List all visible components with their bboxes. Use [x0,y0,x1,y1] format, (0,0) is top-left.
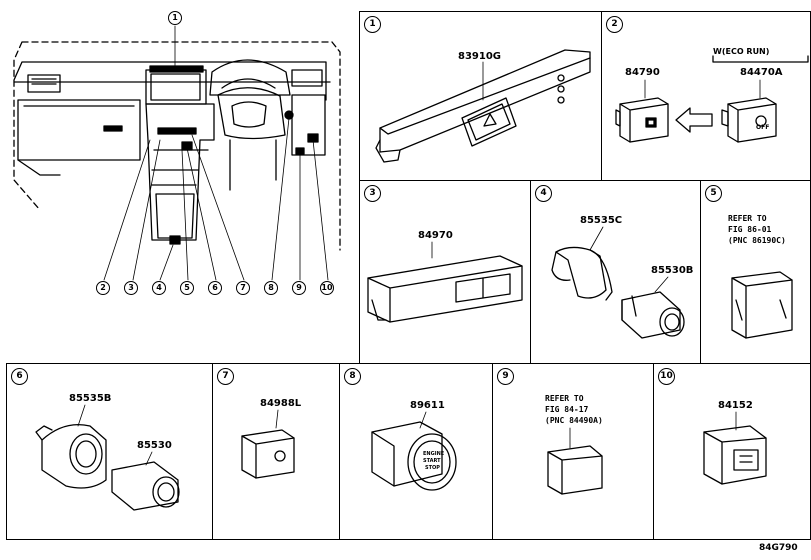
panel-8-index: 8 [344,368,361,385]
refer-note-line-3: (PNC 86190C) [728,236,786,245]
panel-5-index: 5 [705,185,722,202]
refer-note-line-1: REFER TO [728,214,767,223]
overview-callout-3: 3 [124,281,138,295]
panel-3-index: 3 [364,185,381,202]
panel-1-index: 1 [364,16,381,33]
part-number-84470A: 84470A [740,67,783,78]
socket-85530-drawing [111,451,180,511]
eco-off-text: OFF [756,124,770,131]
panel-4-index: 4 [535,185,552,202]
panel-9-index: 9 [497,368,514,385]
overview-callout-8: 8 [264,281,278,295]
switch-86190C-drawing [731,271,793,339]
refer-note-line-2: FIG 86-01 [728,225,772,234]
panel-5 [700,180,811,364]
overview-callout-4: 4 [152,281,166,295]
part-number-83910G: 83910G [458,51,501,62]
part-number-84152: 84152 [718,400,753,411]
panel-10 [653,363,811,540]
overview-callout-6: 6 [208,281,222,295]
panel-4 [530,180,701,364]
panel-6 [6,363,213,540]
switch-84152-drawing [703,411,767,485]
part-number-84988L: 84988L [260,398,302,409]
start-switch-89611-drawing [371,411,457,491]
part-number-84790: 84790 [625,67,660,78]
overview-callout-7: 7 [236,281,250,295]
refer-note-line-2: FIG 84-17 [545,405,589,414]
overview-callout-10: 10 [320,281,334,295]
part-number-84970: 84970 [418,230,453,241]
overview-callout-1: 1 [168,11,182,25]
socket-housing-85535B-drawing [35,404,107,489]
switch-84470A-drawing [712,55,809,143]
overview-callout-2: 2 [96,281,110,295]
panel-2-index: 2 [606,16,623,33]
start-text-line-3: STOP [425,465,440,471]
switch-84490A-drawing [547,427,603,495]
arrow-drawing [675,107,713,133]
socket-85530B-drawing [621,276,685,339]
refer-note-line-3: (PNC 84490A) [545,416,603,425]
part-number-85530B: 85530B [651,265,694,276]
panel-6-index: 6 [11,368,28,385]
switch-84988L-drawing [241,409,295,479]
start-text-line-1: ENGINE [423,451,445,457]
start-text-line-2: START [423,458,441,464]
hazard-bezel-drawing [375,49,591,163]
figure-code: 84G790 [759,543,798,553]
part-number-85530: 85530 [137,440,172,451]
panel-7-index: 7 [217,368,234,385]
part-number-89611: 89611 [410,400,445,411]
part-number-85535C: 85535C [580,215,623,226]
switch-bank-84970-drawing [367,241,523,323]
panel-2 [601,11,811,181]
overview-callout-5: 5 [180,281,194,295]
panel-7 [212,363,340,540]
socket-cover-85535C-drawing [551,226,613,301]
panel-3 [359,180,531,364]
variant-label: W(ECO RUN) [713,47,770,56]
panel-10-index: 10 [658,368,675,385]
switch-84790-drawing [615,79,669,143]
refer-note-line-1: REFER TO [545,394,584,403]
overview-callout-9: 9 [292,281,306,295]
part-number-85535B: 85535B [69,393,112,404]
